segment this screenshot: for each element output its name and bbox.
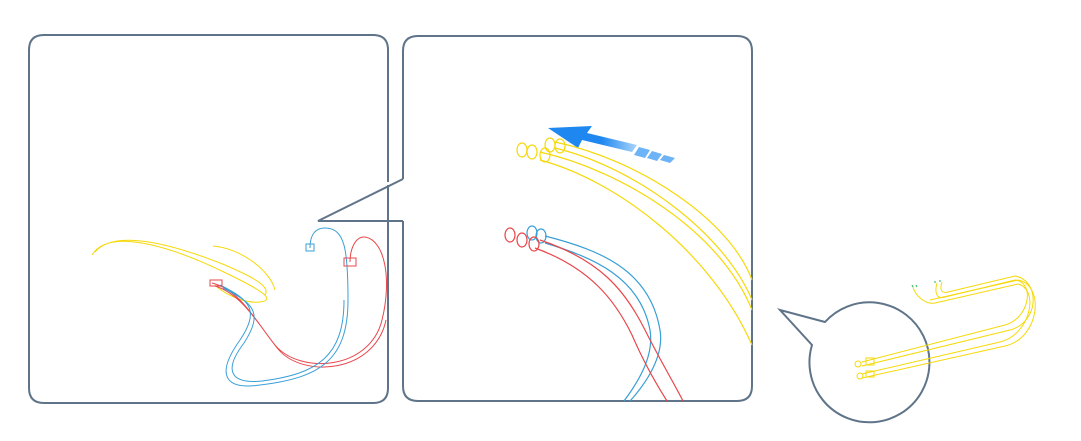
red-hose-overview (211, 236, 387, 368)
callout-frames (28, 34, 931, 424)
detail-hoses (504, 137, 753, 402)
direction-arrow-icon (548, 126, 675, 163)
circle-callout-frame (776, 301, 931, 424)
overview-hoses (91, 227, 387, 387)
hose-end-connector-overview (209, 279, 223, 287)
wire-tips (911, 280, 941, 288)
red-connector-overview (343, 257, 357, 267)
overview-panel-frame (28, 34, 389, 404)
blue-hose-overview (219, 227, 349, 387)
blue-hose-detail (526, 225, 662, 402)
callout-pointer (317, 178, 404, 222)
yellow-hoses-detail (516, 137, 753, 346)
folded-yellow-hose (854, 275, 1036, 380)
red-hose-detail (504, 227, 684, 402)
blue-connector-overview (305, 243, 315, 252)
detail-panel-frame (402, 35, 753, 402)
yellow-hose-overview (91, 239, 276, 303)
